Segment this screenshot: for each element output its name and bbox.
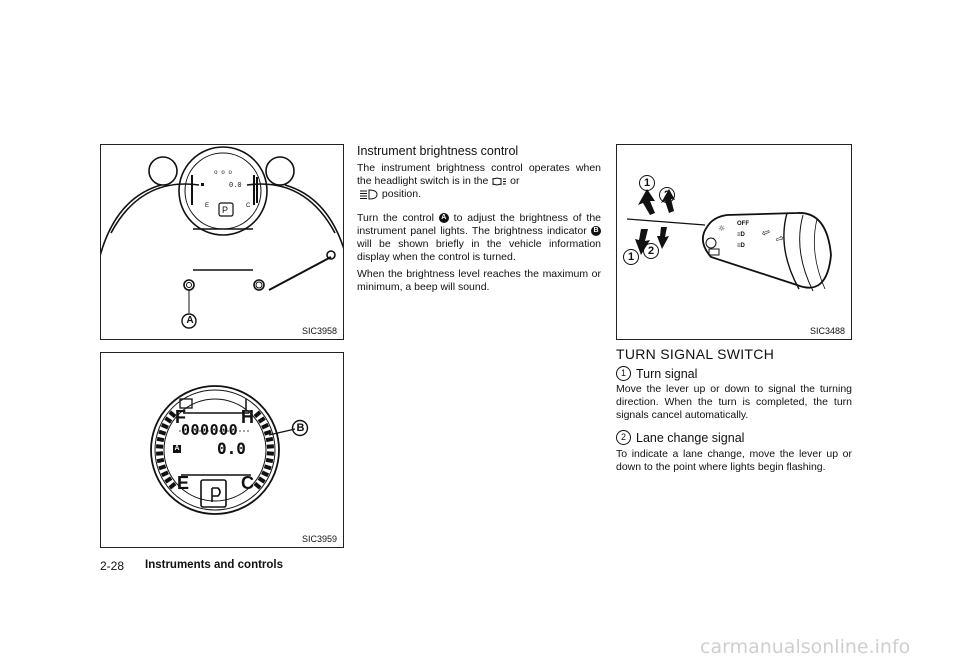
brightness-p1-or: or bbox=[510, 175, 520, 187]
arrow-1-up-label: 1 bbox=[639, 175, 655, 191]
gauge-tick bbox=[164, 476, 173, 484]
number-1-icon: 1 bbox=[616, 366, 631, 381]
gauge-tick bbox=[158, 464, 167, 471]
gauge-tick bbox=[265, 457, 274, 464]
arrow-1-down-label: 1 bbox=[623, 249, 639, 265]
lane-change-subheading: 2 Lane change signal bbox=[616, 430, 744, 445]
headlight-icon bbox=[360, 189, 378, 200]
off-label: OFF bbox=[737, 221, 749, 227]
gauge-tick bbox=[257, 416, 266, 424]
lane-change-subheading-text: Lane change signal bbox=[636, 430, 745, 445]
page-number: 2-28 bbox=[100, 559, 125, 573]
figure-code: SIC3958 bbox=[301, 326, 337, 336]
parking-light-icon bbox=[492, 177, 507, 186]
gauge-tick bbox=[261, 422, 270, 430]
brightness-p2-text-c: will be shown briefly in the vehicle inf… bbox=[357, 238, 601, 263]
gauge-tick bbox=[253, 410, 262, 419]
indicator-b-ref-icon: B bbox=[591, 226, 602, 237]
temp-cold-label: C bbox=[241, 473, 254, 493]
figure-code: SIC3488 bbox=[809, 326, 845, 336]
brightness-p2-text-b: to adjust the brightness of the instrume… bbox=[357, 212, 602, 237]
svg-text:☼: ☼ bbox=[718, 224, 725, 233]
trip-readout: 0.0 bbox=[217, 439, 246, 458]
svg-text:C: C bbox=[246, 203, 251, 209]
turn-signal-heading: TURN SIGNAL SWITCH bbox=[616, 346, 775, 362]
fuel-full-label: F bbox=[175, 407, 186, 427]
brightness-p1-text: The instrument brightness control operat… bbox=[357, 162, 601, 187]
fuel-empty-label: E bbox=[177, 473, 190, 493]
gauge-tick bbox=[160, 422, 169, 430]
brightness-p1-position: position. bbox=[381, 188, 422, 200]
turn-signal-paragraph: Move the lever up or down to signal the … bbox=[616, 383, 852, 421]
gauge-display-illustration bbox=[150, 385, 309, 515]
turn-signal-subheading: 1 Turn signal bbox=[616, 366, 697, 381]
svg-text:0.0: 0.0 bbox=[229, 182, 242, 190]
gauge-tick bbox=[160, 470, 169, 478]
gauge-tick bbox=[158, 429, 167, 436]
svg-text:o o o: o o o bbox=[214, 169, 232, 176]
odometer-readout: 000000 bbox=[181, 421, 239, 439]
gauge-tick bbox=[156, 457, 165, 464]
svg-text:≡D: ≡D bbox=[737, 243, 746, 249]
arrow-2-up-label: 2 bbox=[659, 187, 675, 203]
temp-hot-label: H bbox=[241, 407, 254, 427]
gauge-tick bbox=[168, 410, 177, 419]
gauge-tick bbox=[261, 470, 270, 478]
gauge-tick bbox=[156, 436, 165, 443]
svg-text:P: P bbox=[222, 205, 228, 215]
a-indicator-label: A bbox=[174, 445, 180, 452]
control-a-ref-icon: A bbox=[438, 213, 449, 224]
gauge-tick bbox=[253, 481, 262, 490]
figure-turn-signal-lever: OFF ≡D ≡D ☼ ⇦ ⇨ 1 2 1 2 SIC3488 bbox=[616, 144, 852, 340]
gauge-tick bbox=[265, 436, 274, 443]
arrow-2-down-label: 2 bbox=[643, 243, 659, 259]
svg-text:⇨: ⇨ bbox=[774, 233, 786, 246]
gauge-tick bbox=[263, 429, 272, 436]
lane-change-paragraph: To indicate a lane change, move the leve… bbox=[616, 448, 852, 473]
watermark: carmanualsonline.info bbox=[700, 636, 911, 658]
svg-text:E: E bbox=[205, 203, 209, 209]
callout-b-label: B bbox=[296, 422, 305, 434]
figure-gauge-display: F E H C 000000 0.0 A B SIC3959 bbox=[100, 352, 344, 548]
figure-code: SIC3959 bbox=[301, 534, 337, 544]
svg-text:≡D: ≡D bbox=[737, 232, 746, 238]
gauge-tick bbox=[257, 476, 266, 484]
brightness-title: Instrument brightness control bbox=[357, 144, 519, 158]
brightness-paragraph-1: The instrument brightness control operat… bbox=[357, 162, 601, 201]
brightness-paragraph-2: Turn the control A to adjust the brightn… bbox=[357, 212, 602, 264]
section-name: Instruments and controls bbox=[145, 559, 284, 571]
gauge-tick bbox=[263, 464, 272, 471]
number-2-icon: 2 bbox=[616, 430, 631, 445]
callout-a-label: A bbox=[186, 315, 194, 326]
gauge-tick bbox=[168, 481, 177, 490]
brightness-p2-text-a: Turn the control bbox=[357, 212, 434, 224]
brightness-paragraph-3: When the brightness level reaches the ma… bbox=[357, 268, 601, 293]
svg-text:⇦: ⇦ bbox=[760, 227, 772, 240]
instrument-cluster-illustration: o o o 0.0 P E C bbox=[101, 146, 343, 329]
turn-signal-subheading-text: Turn signal bbox=[636, 366, 698, 381]
figure-instrument-cluster: o o o 0.0 P E C A SIC3958 bbox=[100, 144, 344, 340]
gauge-tick bbox=[164, 416, 173, 424]
